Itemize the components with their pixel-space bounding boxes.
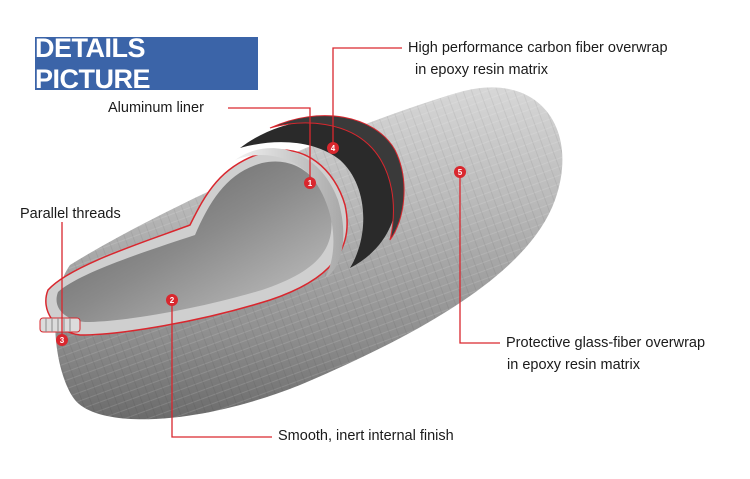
thread-detail [39,317,81,333]
label-aluminum-liner: Aluminum liner [108,100,204,116]
label-glass-fiber-line2: in epoxy resin matrix [507,357,640,373]
cylinder-cutaway [45,148,348,336]
label-parallel-threads: Parallel threads [20,206,121,222]
svg-text:2: 2 [170,296,175,305]
leader-aluminum [228,107,311,183]
marker-5: 5 [454,166,466,178]
leader-glass [459,172,500,344]
label-internal-finish: Smooth, inert internal finish [278,428,454,444]
svg-text:5: 5 [458,168,463,177]
svg-text:3: 3 [60,336,65,345]
svg-text:4: 4 [331,144,336,153]
svg-text:1: 1 [308,179,313,188]
marker-4: 4 [327,142,339,154]
leader-lines [61,47,500,438]
leader-finish [171,300,272,438]
carbon-fiber-band [240,115,405,268]
label-carbon-fiber-line2: in epoxy resin matrix [415,62,548,78]
leader-carbon [332,47,402,148]
marker-1: 1 [304,177,316,189]
label-glass-fiber: Protective glass-fiber overwrap [506,335,706,351]
label-carbon-fiber: High performance carbon fiber overwrap [408,40,668,56]
marker-3: 3 [56,334,68,346]
details-picture-title: DETAILS PICTURE [35,33,258,94]
marker-2: 2 [166,294,178,306]
